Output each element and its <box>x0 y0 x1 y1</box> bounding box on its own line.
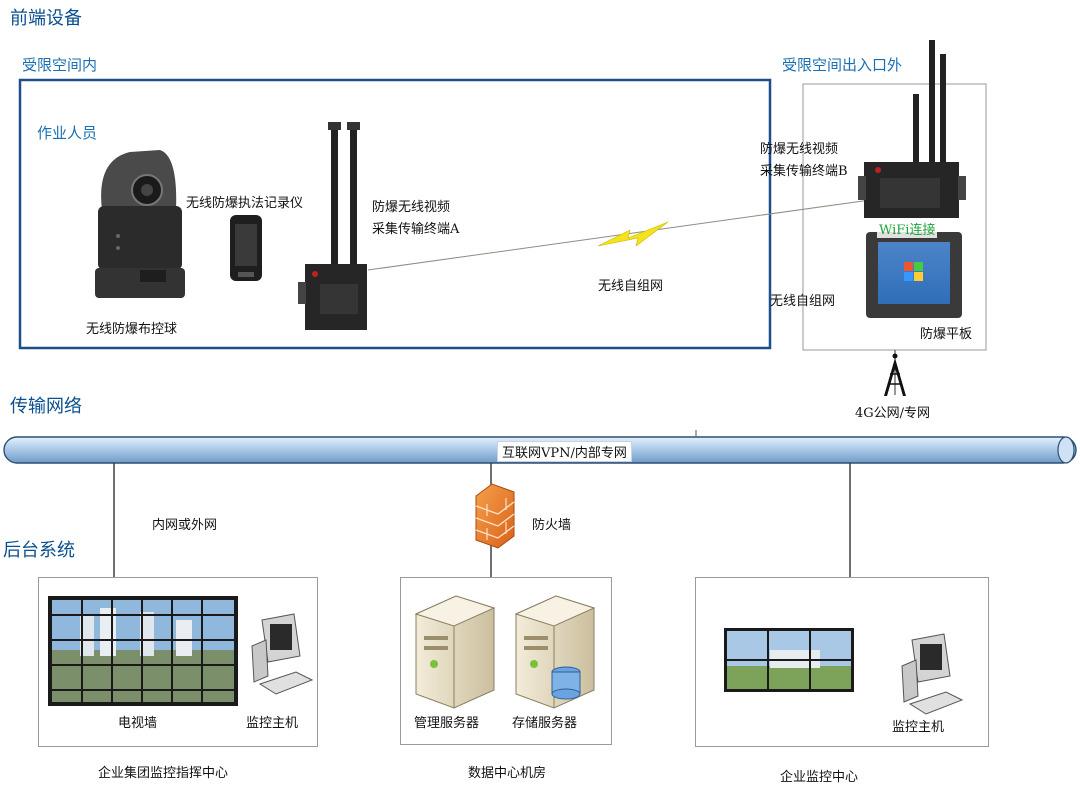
label-terminal-a-line1: 防爆无线视频 <box>372 200 451 215</box>
label-recorder: 无线防爆执法记录仪 <box>186 196 304 211</box>
label-group-title: 企业集团监控指挥中心 <box>98 766 229 781</box>
label-self-net-a: 无线自组网 <box>598 279 664 294</box>
zone-workers: 作业人员 <box>37 124 98 142</box>
section-front-end: 前端设备 <box>10 8 82 29</box>
recorder-icon <box>230 215 262 281</box>
host-computer-icon-2 <box>901 633 964 715</box>
label-enterprise-host: 监控主机 <box>892 720 945 735</box>
section-transport: 传输网络 <box>10 396 82 417</box>
label-terminal-b-line2: 采集传输终端B <box>760 164 848 179</box>
mgmt-server-icon <box>414 595 496 709</box>
label-mgmt-server: 管理服务器 <box>414 716 480 731</box>
label-tablet: 防爆平板 <box>920 327 973 342</box>
zone-restricted-inside: 受限空间内 <box>22 56 98 74</box>
label-wifi: WiFi连接 <box>877 219 938 238</box>
label-tv-wall: 电视墙 <box>118 716 158 731</box>
label-tower: 4G公网/专网 <box>855 406 931 421</box>
section-backend: 后台系统 <box>3 540 75 561</box>
tablet-icon <box>866 232 962 318</box>
zone-restricted-exit: 受限空间出入口外 <box>782 56 903 74</box>
host-computer-icon-1 <box>251 613 314 695</box>
firewall-icon <box>475 483 515 549</box>
label-self-net-b: 无线自组网 <box>770 294 836 309</box>
label-terminal-b-line1: 防爆无线视频 <box>760 142 839 157</box>
wireless-link-line <box>367 199 871 271</box>
label-datacenter-title: 数据中心机房 <box>468 766 547 781</box>
label-enterprise-title: 企业监控中心 <box>780 770 859 785</box>
label-storage-server: 存储服务器 <box>512 716 578 731</box>
lightning-bolt <box>597 221 669 247</box>
terminal-a-icon <box>298 122 367 330</box>
tower-icon <box>884 353 906 396</box>
label-intranet: 内网或外网 <box>152 518 218 533</box>
label-firewall: 防火墙 <box>532 518 572 533</box>
label-ptz-ball: 无线防爆布控球 <box>86 322 178 337</box>
storage-server-icon <box>514 595 596 709</box>
tv-wall-icon <box>48 596 238 706</box>
terminal-b-icon <box>858 40 966 218</box>
label-network-bus: 互联网VPN/内部专网 <box>497 441 632 462</box>
ptz-ball-icon <box>95 150 185 298</box>
label-group-host: 监控主机 <box>246 716 299 731</box>
video-wall-icon <box>724 628 854 692</box>
label-terminal-a-line2: 采集传输终端A <box>372 222 460 237</box>
